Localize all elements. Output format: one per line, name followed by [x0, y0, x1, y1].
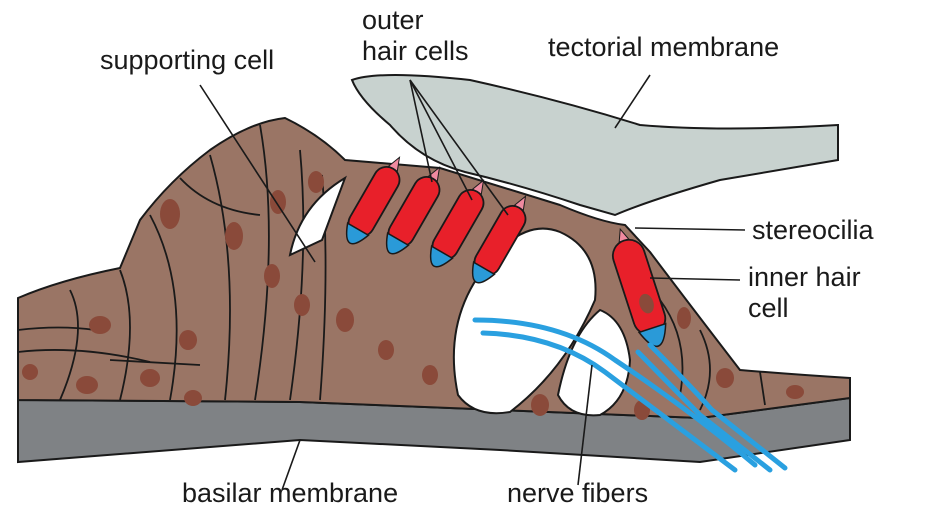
- label-outer-hair-cells-line-1: outer: [362, 5, 469, 36]
- label-outer-hair-cells: outer hair cells: [362, 5, 469, 67]
- leader-stereocilia: [635, 228, 745, 230]
- label-nerve-fibers: nerve fibers: [507, 478, 648, 509]
- label-inner-hair-cell: inner hair cell: [748, 262, 861, 324]
- label-inner-hair-cell-line-2: cell: [748, 293, 861, 324]
- leader-tectorial-membrane: [615, 75, 650, 128]
- label-tectorial-membrane: tectorial membrane: [548, 32, 779, 63]
- label-supporting-cell: supporting cell: [100, 45, 274, 76]
- label-outer-hair-cells-line-2: hair cells: [362, 36, 469, 67]
- label-basilar-membrane: basilar membrane: [182, 478, 398, 509]
- label-inner-hair-cell-line-1: inner hair: [748, 262, 861, 293]
- label-stereocilia: stereocilia: [752, 215, 874, 246]
